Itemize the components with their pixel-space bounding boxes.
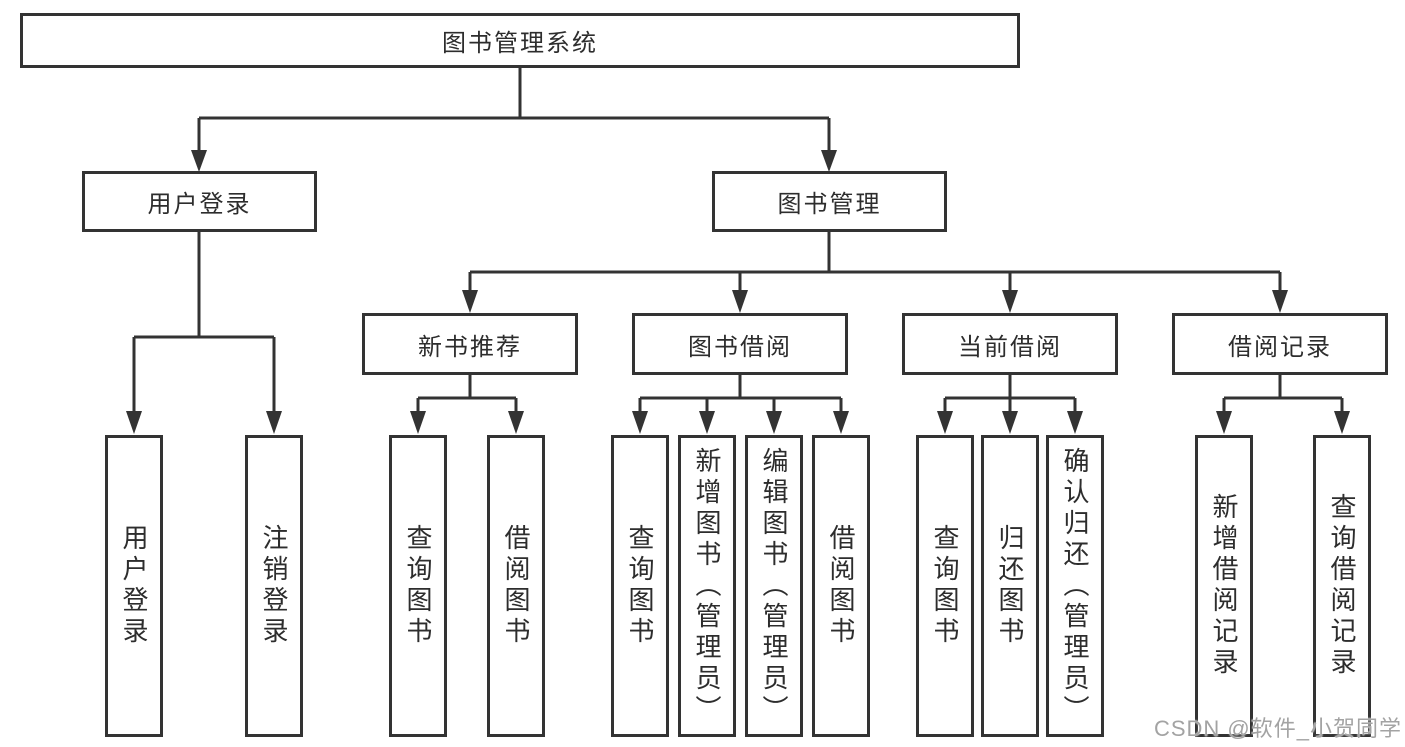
- node-user-login: 用户登录: [82, 171, 317, 232]
- leaf-cb-return-books: 归还图书: [981, 435, 1039, 737]
- leaf-bb-edit-books-admin: 编辑图书（管理员）: [745, 435, 803, 737]
- leaf-bb-add-books-admin: 新增图书（管理员）: [678, 435, 736, 737]
- leaf-br-add-record: 新增借阅记录: [1195, 435, 1253, 737]
- node-new-book-recommend: 新书推荐: [362, 313, 578, 375]
- node-book-management: 图书管理: [712, 171, 947, 232]
- node-current-borrow-label: 当前借阅: [958, 333, 1062, 361]
- leaf-nb-query-books-label: 查询图书: [403, 524, 433, 648]
- leaf-br-query-record-label: 查询借阅记录: [1327, 493, 1357, 679]
- node-new-book-recommend-label: 新书推荐: [418, 333, 522, 361]
- node-book-management-label: 图书管理: [777, 191, 882, 218]
- leaf-logout: 注销登录: [245, 435, 303, 737]
- node-current-borrow: 当前借阅: [902, 313, 1118, 375]
- leaf-logout-label: 注销登录: [259, 524, 289, 648]
- leaf-cb-query-books: 查询图书: [916, 435, 974, 737]
- node-user-login-label: 用户登录: [147, 191, 252, 218]
- leaf-cb-query-books-label: 查询图书: [930, 524, 960, 648]
- leaf-cb-confirm-return-admin-label: 确认归还（管理员）: [1060, 446, 1090, 726]
- leaf-user-login: 用户登录: [105, 435, 163, 737]
- node-book-borrow: 图书借阅: [632, 313, 848, 375]
- node-book-borrow-label: 图书借阅: [688, 333, 792, 361]
- watermark: CSDN @软件_小贺同学: [1153, 716, 1402, 741]
- leaf-bb-borrow-books: 借阅图书: [812, 435, 870, 737]
- leaf-user-login-label: 用户登录: [119, 524, 149, 648]
- leaf-bb-query-books-label: 查询图书: [625, 524, 655, 648]
- node-borrow-records: 借阅记录: [1172, 313, 1388, 375]
- leaf-bb-query-books: 查询图书: [611, 435, 669, 737]
- leaf-br-query-record: 查询借阅记录: [1313, 435, 1371, 737]
- node-root-label: 图书管理系统: [442, 30, 598, 57]
- leaf-cb-return-books-label: 归还图书: [995, 524, 1025, 648]
- leaf-nb-borrow-books-label: 借阅图书: [501, 524, 531, 648]
- node-root: 图书管理系统: [20, 13, 1020, 68]
- node-borrow-records-label: 借阅记录: [1228, 333, 1332, 361]
- leaf-nb-query-books: 查询图书: [389, 435, 447, 737]
- leaf-br-add-record-label: 新增借阅记录: [1209, 493, 1239, 679]
- leaf-nb-borrow-books: 借阅图书: [487, 435, 545, 737]
- leaf-cb-confirm-return-admin: 确认归还（管理员）: [1046, 435, 1104, 737]
- leaf-bb-add-books-admin-label: 新增图书（管理员）: [692, 446, 722, 726]
- leaf-bb-edit-books-admin-label: 编辑图书（管理员）: [759, 446, 789, 726]
- leaf-bb-borrow-books-label: 借阅图书: [826, 524, 856, 648]
